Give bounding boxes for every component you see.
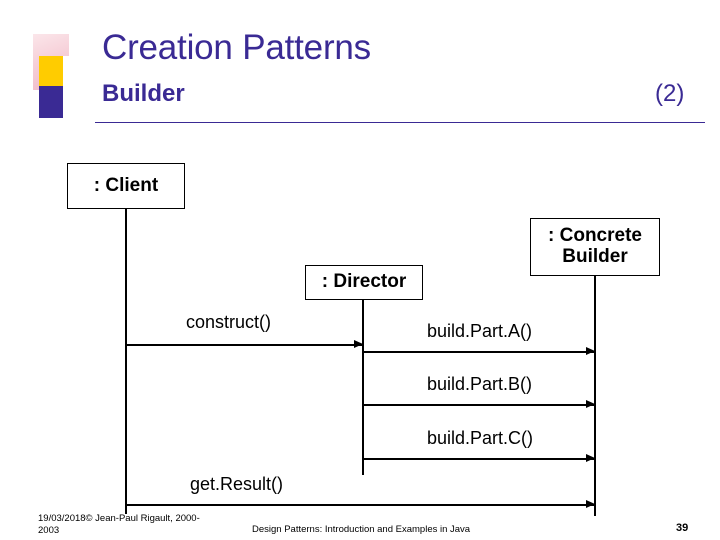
object-box-director: : Director <box>305 265 423 300</box>
slide-title: Creation Patterns <box>102 28 371 67</box>
footer-page-number: 39 <box>676 522 689 534</box>
object-label-concrete-builder-line1: : Concrete <box>548 225 642 247</box>
footer-copyright-line1: 19/03/2018© Jean-Paul Rigault, 2000- <box>38 513 200 524</box>
message-label-build-part-b: build.Part.B() <box>427 374 533 394</box>
slide-marker: (2) <box>655 80 685 107</box>
decorative-logo <box>33 34 89 124</box>
object-label-director: : Director <box>321 271 407 293</box>
lifeline-client <box>125 209 127 514</box>
message-label-construct: construct() <box>186 312 272 332</box>
lifeline-concrete-builder <box>594 276 596 516</box>
message-label-build-part-a: build.Part.A() <box>427 321 533 341</box>
message-label-get-result: get.Result() <box>190 474 284 494</box>
message-arrow-get-result <box>126 501 595 507</box>
message-arrow-build-part-a <box>363 348 595 354</box>
footer-course-title: Design Patterns: Introduction and Exampl… <box>252 524 471 535</box>
title-divider <box>95 122 705 123</box>
footer-copyright: 19/03/2018© Jean-Paul Rigault, 2000- 200… <box>38 513 243 537</box>
lifeline-director <box>362 300 364 475</box>
object-label-concrete-builder-line2: Builder <box>562 246 628 267</box>
message-arrow-construct <box>126 341 363 347</box>
logo-white-divider <box>63 56 71 118</box>
object-box-concrete-builder: : Concrete Builder <box>530 218 660 276</box>
message-arrow-build-part-b <box>363 401 595 407</box>
slide-subtitle: Builder <box>102 80 185 107</box>
object-box-client: : Client <box>67 163 185 209</box>
footer-copyright-line2: 2003 <box>38 524 60 536</box>
message-label-build-part-c: build.Part.C() <box>427 428 534 448</box>
message-arrow-build-part-c <box>363 455 595 461</box>
object-label-client: : Client <box>93 174 159 196</box>
